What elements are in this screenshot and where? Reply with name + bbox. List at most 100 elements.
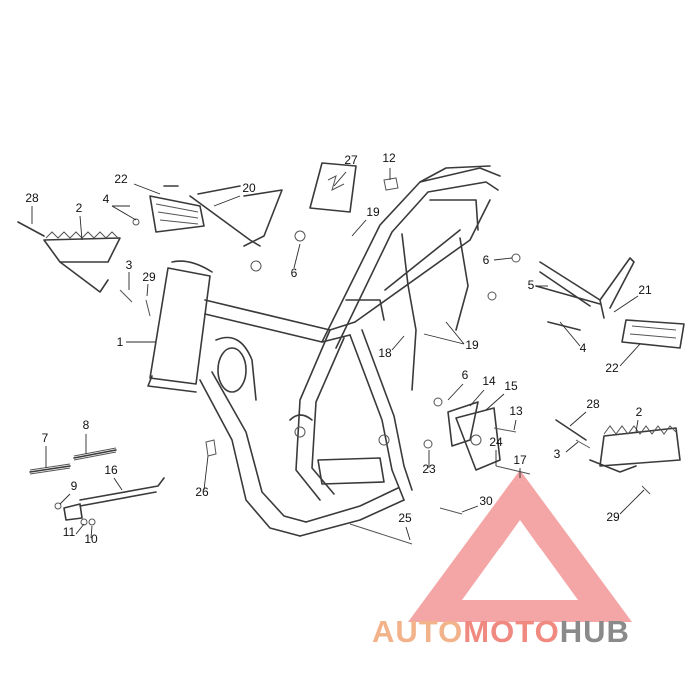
leader-line-c29b [619, 489, 645, 515]
leader-line-c14 [469, 389, 485, 407]
part-number-label: 6 [291, 266, 298, 280]
leader-line-c16 [113, 477, 123, 491]
watermark-hub: HUB [559, 614, 630, 649]
leader-line-c10 [90, 525, 93, 539]
watermark-auto: AUTO [372, 614, 464, 649]
callout-c29b: 29 [606, 489, 645, 524]
part-number-label: 15 [504, 379, 518, 393]
part-number-label: 1 [117, 335, 124, 349]
leader-line-c30 [461, 505, 479, 513]
callout-c20: 20 [213, 181, 256, 207]
part-number-label: 10 [84, 532, 98, 546]
part-number-label: 19 [465, 338, 479, 352]
callout-c12: 12 [382, 151, 396, 180]
part-number-label: 5 [528, 278, 535, 292]
callout-c19a: 19 [351, 205, 380, 237]
leader-line-c6b [493, 257, 513, 261]
callout-c1: 1 [117, 335, 156, 349]
callout-c10: 10 [84, 525, 98, 546]
part-number-label: 28 [586, 397, 600, 411]
part-number-label: 30 [479, 494, 493, 508]
part-number-label: 6 [483, 253, 490, 267]
part-number-label: 14 [482, 374, 496, 388]
right-footrest-assembly [555, 419, 681, 495]
callout-c3a: 3 [126, 258, 133, 290]
leader-line-c29a [146, 283, 149, 297]
watermark-text: AUTOMOTOHUB [372, 614, 630, 650]
part-number-label: 12 [382, 151, 396, 165]
part-number-label: 3 [126, 258, 133, 272]
leader-line-c22b [619, 343, 641, 367]
callout-c7: 7 [42, 431, 49, 468]
leader-line-c3b [565, 441, 579, 453]
leader-line-c25 [405, 526, 411, 541]
leader-line-c9 [59, 493, 71, 505]
clip-part-12 [383, 177, 399, 191]
callout-c3b: 3 [554, 441, 579, 461]
part-number-label: 26 [195, 485, 209, 499]
leader-line-c28b [569, 411, 587, 427]
callout-c23: 23 [422, 450, 436, 476]
leader-line-c22a [133, 183, 161, 195]
callout-c2b: 2 [635, 405, 643, 433]
right-footpeg-assembly [487, 253, 685, 349]
main-frame [147, 165, 501, 537]
leader-line-c27 [333, 171, 347, 187]
part-number-label: 11 [63, 525, 76, 539]
part-number-label: 28 [25, 191, 39, 205]
callout-c28a: 28 [25, 191, 39, 224]
callout-c22b: 22 [605, 343, 641, 375]
part-number-label: 16 [104, 463, 118, 477]
callout-c11: 11 [63, 523, 85, 539]
callout-c8: 8 [83, 418, 90, 454]
callout-c6a: 6 [291, 243, 301, 280]
part-number-label: 19 [366, 205, 380, 219]
callout-c22a: 22 [114, 172, 161, 195]
leader-line-c4a [111, 205, 137, 221]
leader-line-c19a [351, 219, 367, 237]
callout-c2a: 2 [76, 201, 83, 241]
callout-c9: 9 [59, 479, 78, 505]
callout-c5: 5 [528, 278, 548, 292]
part-number-label: 20 [242, 181, 256, 195]
leader-line-c6a [293, 243, 301, 269]
callout-c15: 15 [485, 379, 518, 411]
part-number-label: 27 [344, 153, 358, 167]
watermark-logo [408, 470, 632, 622]
callout-c14: 14 [469, 374, 496, 407]
leader-line-c4b [559, 321, 581, 347]
callout-c17: 17 [513, 453, 527, 478]
callout-c24: 24 [489, 435, 503, 466]
callout-c25: 25 [398, 511, 412, 541]
callout-c19b: 19 [423, 321, 479, 352]
leader-line-c6c [447, 383, 464, 401]
part-number-label: 4 [103, 192, 110, 206]
leader-line-c11 [75, 523, 85, 535]
number-plate-part [309, 162, 357, 213]
leader-line-c21 [613, 295, 639, 313]
part-number-label: 8 [83, 418, 90, 432]
part-number-label: 2 [636, 405, 643, 419]
callout-c27: 27 [333, 153, 358, 187]
callout-c4b: 4 [559, 321, 587, 355]
part-number-label: 17 [513, 453, 527, 467]
part-number-label: 4 [580, 341, 587, 355]
callout-c30: 30 [461, 494, 493, 513]
part-number-label: 22 [605, 361, 619, 375]
engine-mount-brackets [349, 397, 531, 545]
part-number-label: 3 [554, 447, 561, 461]
callout-c29a: 29 [142, 270, 156, 297]
callout-c6b: 6 [483, 253, 513, 267]
leader-line-c19b [445, 321, 465, 345]
part-number-label: 23 [422, 462, 436, 476]
part-number-label: 29 [606, 510, 620, 524]
part-number-label: 7 [42, 431, 49, 445]
callout-c21: 21 [613, 283, 652, 313]
part-number-label: 13 [509, 404, 523, 418]
part-number-label: 2 [76, 201, 83, 215]
leader-line-c26 [203, 455, 209, 491]
part-number-label: 29 [142, 270, 156, 284]
side-stand-assembly [29, 439, 217, 526]
